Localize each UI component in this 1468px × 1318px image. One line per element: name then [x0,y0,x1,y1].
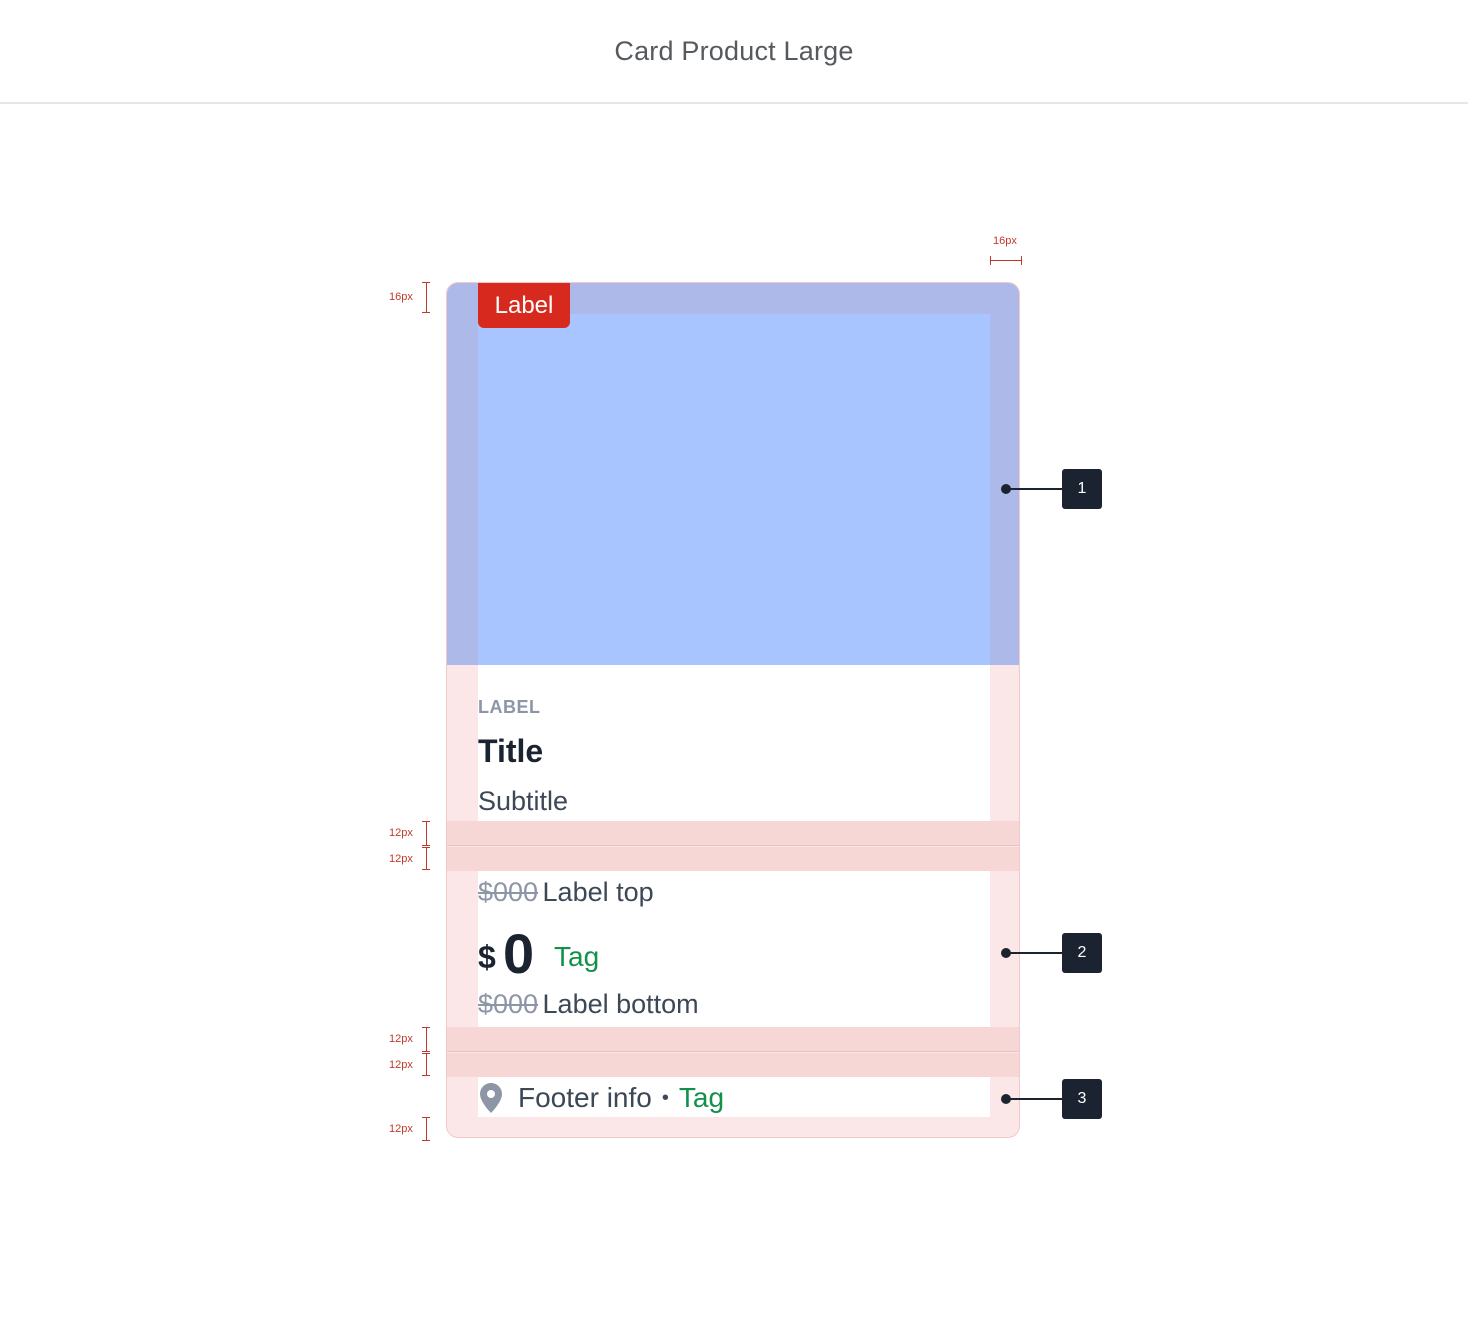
horizontal-padding-marker-cap [990,256,991,265]
callout-badge-1: 1 [1062,469,1102,509]
horizontal-padding-marker [990,260,1022,261]
top-padding-marker-cap [422,282,430,283]
bottom-padding-marker-cap [422,1117,430,1118]
callout-line-1 [1006,488,1064,490]
price-tag: Tag [554,941,600,972]
spacing-band [447,821,1019,845]
price-label-bottom-row: $000 Label bottom [478,989,699,1020]
horizontal-padding-label: 16px [993,235,1017,247]
price-label-top-row: $000 Label top [478,877,654,908]
gap-marker-cap [422,821,430,822]
spacing-divider [447,845,1019,846]
footer-row: Footer info • Tag [478,1081,724,1115]
gap-marker-cap [422,1075,430,1076]
top-padding-label: 16px [389,291,413,303]
currency-symbol: $ [478,939,496,975]
footer-tag: Tag [678,1082,725,1113]
gap-label: 12px [389,1059,413,1071]
gap-label: 12px [389,1033,413,1045]
gap-marker [426,847,427,870]
top-padding-marker-cap [422,312,430,313]
callout-badge-3: 3 [1062,1079,1102,1119]
label-top: Label top [542,877,654,907]
gap-marker [426,1053,427,1076]
card-subtitle: Subtitle [478,786,569,816]
top-padding-marker [426,282,427,313]
spacing-band [447,1027,1019,1051]
product-card: Label LABEL Title Subtitle $000 Label to… [446,282,1020,1138]
spacing-band [447,1053,1019,1077]
gap-marker [426,821,427,845]
gap-marker-cap [422,869,430,870]
location-pin-icon [480,1083,502,1113]
content-section [478,665,990,821]
callout-line-2 [1006,952,1064,954]
price-value: 0 [503,922,535,985]
strikethrough-price-top: $000 [478,877,539,907]
spacing-divider [447,1051,1019,1052]
bottom-padding-marker [426,1117,427,1141]
header-divider [0,102,1468,104]
gap-marker-cap [422,847,430,848]
footer-section [478,1077,990,1117]
bottom-padding-marker-cap [422,1140,430,1141]
callout-badge-2: 2 [1062,933,1102,973]
label-bottom: Label bottom [542,989,699,1019]
gap-label: 12px [389,853,413,865]
callout-line-3 [1006,1098,1064,1100]
gap-marker-cap [422,1053,430,1054]
footer-info: Footer info [518,1082,652,1113]
gap-label: 12px [389,827,413,839]
card-title: Title [478,733,544,769]
gap-marker [426,1027,427,1051]
footer-separator: • [661,1086,669,1109]
price-section [478,871,990,1027]
spacing-band [447,847,1019,871]
eyebrow-label: LABEL [478,697,541,717]
gap-marker-cap [422,1051,430,1052]
gap-marker-cap [422,845,430,846]
page-title: Card Product Large [614,36,854,66]
horizontal-padding-marker-cap [1021,256,1022,265]
strikethrough-price-bottom: $000 [478,989,539,1019]
label-badge: Label [478,283,570,328]
gap-marker-cap [422,1027,430,1028]
product-image-placeholder [478,314,990,665]
bottom-padding-label: 12px [389,1123,413,1135]
